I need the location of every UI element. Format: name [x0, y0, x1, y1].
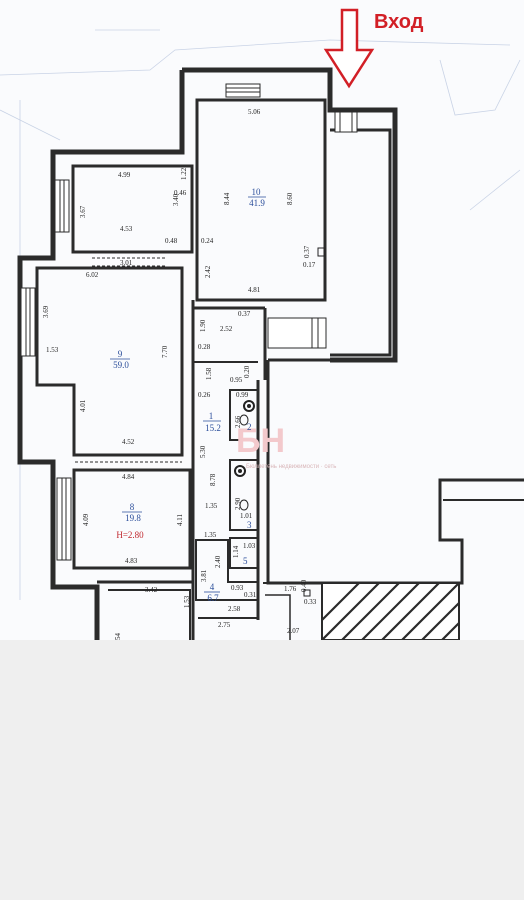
room-9-number: 9 — [118, 349, 123, 359]
fixtures — [234, 247, 325, 597]
dim-label: 1.76 — [284, 585, 297, 593]
dim-label: 2.40 — [214, 555, 222, 568]
room-1-number: 1 — [209, 411, 214, 421]
dim-label: 0.99 — [236, 391, 249, 399]
dim-label: 1.53 — [46, 346, 59, 354]
dim-label: 2.58 — [228, 605, 241, 613]
dim-label: 2.07 — [287, 627, 300, 635]
dim-label: 4.99 — [118, 171, 131, 179]
dim-label: 1.58 — [205, 367, 213, 380]
dim-label: 1.22 — [180, 167, 188, 180]
room-1-area: 15.2 — [205, 423, 221, 433]
room-8-number: 8 — [130, 502, 135, 512]
dim-label: 2.66 — [234, 415, 242, 428]
windows — [20, 83, 358, 561]
dim-label: 0.95 — [230, 376, 243, 384]
dim-label: 0.37 — [303, 245, 311, 258]
dim-label: 0.37 — [238, 310, 251, 318]
dim-label: 4.52 — [122, 438, 135, 446]
dim-label: 0.17 — [303, 261, 316, 269]
dim-label: 0.31 — [244, 591, 257, 599]
dim-label: 4.81 — [248, 286, 261, 294]
dim-label: 0.24 — [201, 237, 214, 245]
dim-label: 0.20 — [243, 365, 251, 378]
dimension-labels: 5.06 8.44 8.60 0.37 0.17 4.81 2.42 0.24 … — [42, 108, 317, 640]
dim-label: 2.42 — [204, 265, 212, 278]
room-8-area: 19.8 — [125, 513, 141, 523]
dim-label: 7.70 — [161, 345, 169, 358]
room-8-height: H=2.80 — [116, 530, 144, 540]
dim-label: 4.11 — [176, 514, 184, 526]
room-9-area: 59.0 — [113, 360, 129, 370]
dim-label: 0.48 — [165, 237, 178, 245]
openings — [75, 257, 182, 463]
walls — [17, 67, 524, 640]
room-10-area: 41.9 — [249, 198, 265, 208]
room-3-number: 3 — [247, 520, 252, 530]
dim-label: 4.09 — [82, 513, 90, 526]
room-4-area: 6.7 — [207, 593, 219, 603]
dim-label: 0.28 — [198, 343, 211, 351]
dim-label: 6.02 — [86, 271, 99, 279]
dim-label: 3.67 — [79, 205, 87, 218]
dim-label: 1.35 — [204, 531, 217, 539]
dim-label: 0.46 — [174, 189, 187, 197]
room-2-number: 2 — [247, 422, 252, 432]
room-5-number: 5 — [243, 556, 248, 566]
dim-label: 2.75 — [218, 621, 231, 629]
dim-label: 0.26 — [198, 391, 211, 399]
room-10-number: 10 — [252, 187, 262, 197]
dim-label: 1.14 — [232, 545, 240, 558]
room-4-number: 4 — [210, 582, 215, 592]
dim-label: 5.30 — [199, 445, 207, 458]
dim-label: 1.53 — [183, 595, 191, 608]
dim-label: 5.06 — [248, 108, 261, 116]
dim-label: 3.40 — [172, 193, 180, 206]
dim-label: 4.01 — [79, 399, 87, 412]
dim-label: 1.90 — [199, 319, 207, 332]
floor-plan: Вход БН Бюллетень недвижимости · сеть 10… — [0, 8, 524, 641]
dim-label: 1.01 — [240, 512, 253, 520]
dim-label: 3.69 — [42, 305, 50, 318]
entry-label: Вход — [374, 11, 424, 33]
dim-label: 8.44 — [223, 192, 231, 205]
dim-label: 8.78 — [209, 473, 217, 486]
dim-label: 0.93 — [231, 584, 244, 592]
dim-label: 4.53 — [120, 225, 133, 233]
empty-area — [0, 640, 524, 900]
dim-label: 3.42 — [145, 586, 158, 594]
dim-label: 2.52 — [220, 325, 233, 333]
floor-plan-drawing: Вход БН Бюллетень недвижимости · сеть 10… — [0, 8, 524, 641]
dim-label: 4.84 — [122, 473, 135, 481]
dim-label: 8.60 — [286, 192, 294, 205]
hatched-area — [321, 582, 460, 641]
dim-label: 1.35 — [205, 502, 218, 510]
room-labels: 10 41.9 9 59.0 8 19.8 H=2.80 1 15.2 2 3 … — [110, 187, 266, 603]
dim-label: 0.33 — [304, 598, 317, 606]
dim-label: 3.01 — [120, 259, 133, 267]
dim-label: 4.83 — [125, 557, 138, 565]
dim-label: 2.90 — [234, 497, 242, 510]
entry-arrow-icon — [323, 8, 375, 89]
dim-label: 3.81 — [200, 569, 208, 582]
dim-label: 0.40 — [300, 579, 308, 592]
watermark-subtitle: Бюллетень недвижимости · сеть — [246, 464, 336, 470]
watermark-logo: БН — [236, 422, 285, 460]
dim-label: 54 — [114, 633, 122, 641]
dim-label: 1.03 — [243, 542, 256, 550]
